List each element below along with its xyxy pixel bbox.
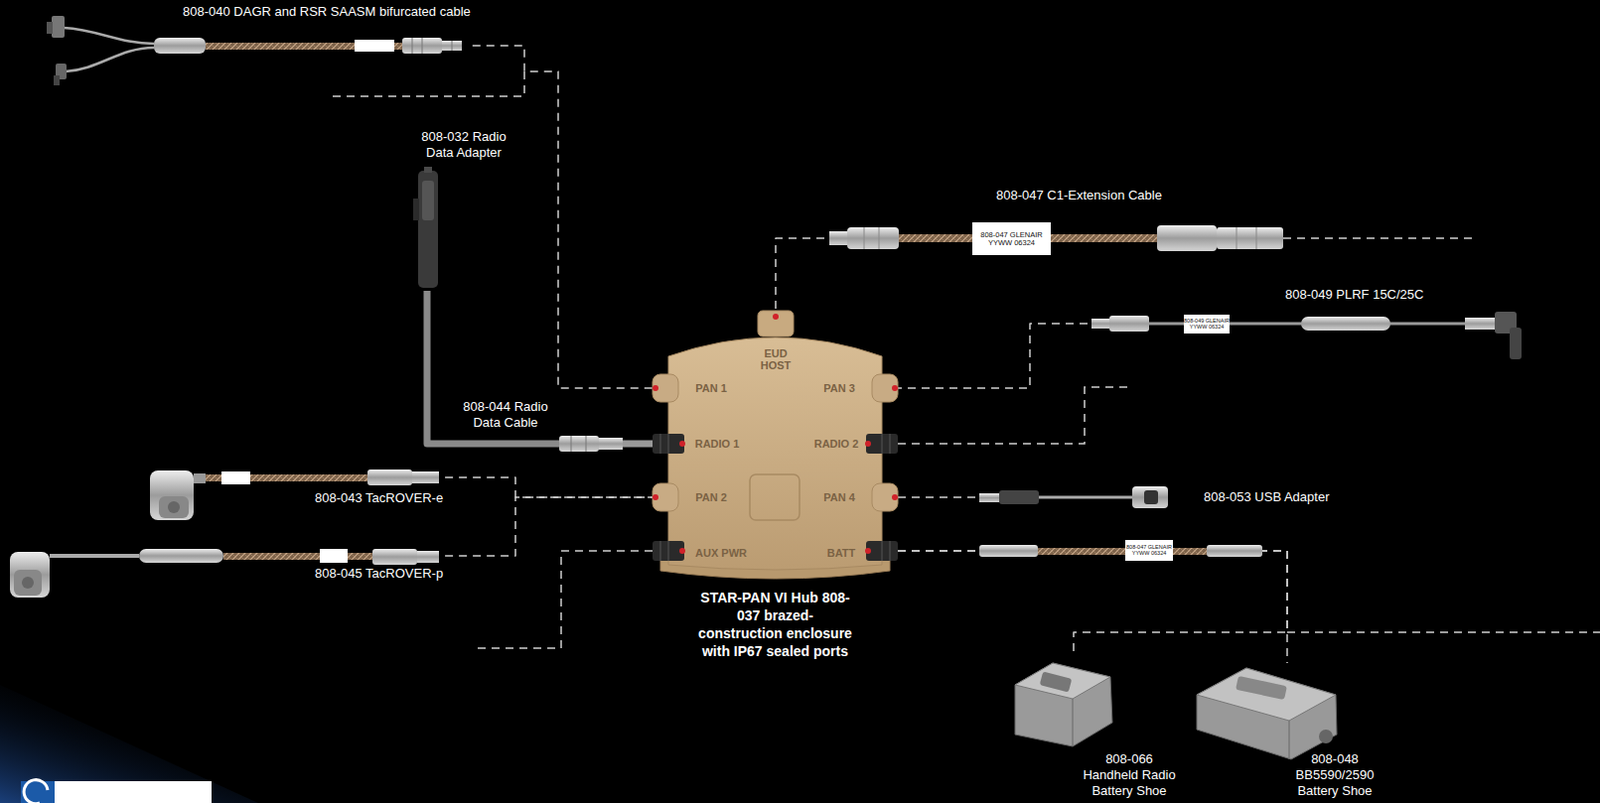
cable-node: 808-040 DAGR and RSR SAASM bifurcated ca…	[47, 3, 473, 88]
cable-node: 808-047 C1-Extension Cable	[824, 184, 1292, 257]
part-label: 808-066 Handheld Radio Battery Shoe	[1079, 751, 1179, 800]
part-label: 808-049 PLRF 15C/25C	[1285, 287, 1424, 303]
usb-adapter	[979, 486, 1168, 509]
part-label: 808-032 Radio Data Adapter	[414, 129, 514, 161]
part-label: 808-044 Radio Data Cable	[455, 399, 556, 432]
port-label: PAN 3	[823, 382, 856, 395]
cable-tag-text: 808-047 GLENAIR YYWW 06324	[972, 222, 1051, 256]
dashed-connector	[897, 496, 976, 499]
dashed-connector	[897, 323, 1088, 389]
dashed-connector	[775, 238, 825, 311]
handheld-battery-shoe	[1015, 663, 1113, 747]
batt-cable	[979, 540, 1263, 562]
cable-node: 808-044 Radio Data Cable	[446, 397, 623, 457]
port-label: EUD HOST	[755, 347, 796, 372]
cable-node: 808-048 BB5590/2590 Battery Shoe	[1189, 663, 1389, 802]
radio-data-cable	[446, 436, 623, 452]
plrf-cable	[1091, 311, 1522, 360]
cable-node: 808-045 TacROVER-p	[5, 534, 445, 604]
dashed-connector	[444, 477, 653, 498]
part-label: 808-048 BB5590/2590 Battery Shoe	[1285, 751, 1385, 800]
part-label: 808-053 USB Adapter	[1203, 489, 1329, 506]
dashed-connector	[444, 497, 653, 557]
dashed-connector	[897, 551, 1288, 658]
cable-node: 808-043 TacROVER-e	[144, 462, 445, 525]
dagr-cable	[46, 15, 462, 86]
port-label: PAN 1	[695, 382, 728, 395]
part-label: 808-043 TacROVER-e	[314, 490, 443, 507]
decor-dashes	[328, 71, 1600, 649]
hub-node: STAR-PAN VI Hub 808-037 brazed-construct…	[652, 310, 898, 582]
port-label: RADIO 1	[695, 437, 740, 450]
port-label: PAN 4	[823, 491, 856, 504]
bb5590-battery-shoe	[1196, 668, 1337, 760]
cable-run	[622, 440, 653, 448]
cable-node: 808-066 Handheld Radio Battery Shoe	[1008, 657, 1207, 802]
part-label: 808-045 TacROVER-p	[314, 566, 443, 582]
port-label: AUX PWR	[695, 547, 747, 560]
cable-run	[427, 290, 447, 444]
part-label: 808-047 C1-Extension Cable	[996, 187, 1163, 204]
cable-node: 808-053 USB Adapter	[975, 481, 1331, 514]
c1-extension-cable	[829, 222, 1284, 256]
port-label: BATT	[827, 547, 857, 560]
dashed-connector	[472, 45, 653, 389]
radio-data-adapter	[413, 166, 438, 289]
part-label: 808-040 DAGR and RSR SAASM bifurcated ca…	[182, 3, 471, 20]
cable-node: 808-032 Radio Data Adapter	[397, 127, 532, 291]
cable-node: 808-049 PLRF 15C/25C	[1087, 286, 1530, 364]
cable-tag-text: 808-047 GLENAIR YYWW 06324	[1125, 540, 1173, 562]
hub-caption: STAR-PAN VI Hub 808-037 brazed-construct…	[697, 588, 855, 661]
logo	[20, 780, 212, 803]
port-label: RADIO 2	[814, 437, 860, 450]
port-label: PAN 2	[695, 491, 728, 504]
dashed-connector	[897, 551, 1288, 664]
cable-tag-text: 808-049 GLENAIR YYWW 06324	[1183, 314, 1230, 334]
corner-glow	[0, 685, 259, 803]
